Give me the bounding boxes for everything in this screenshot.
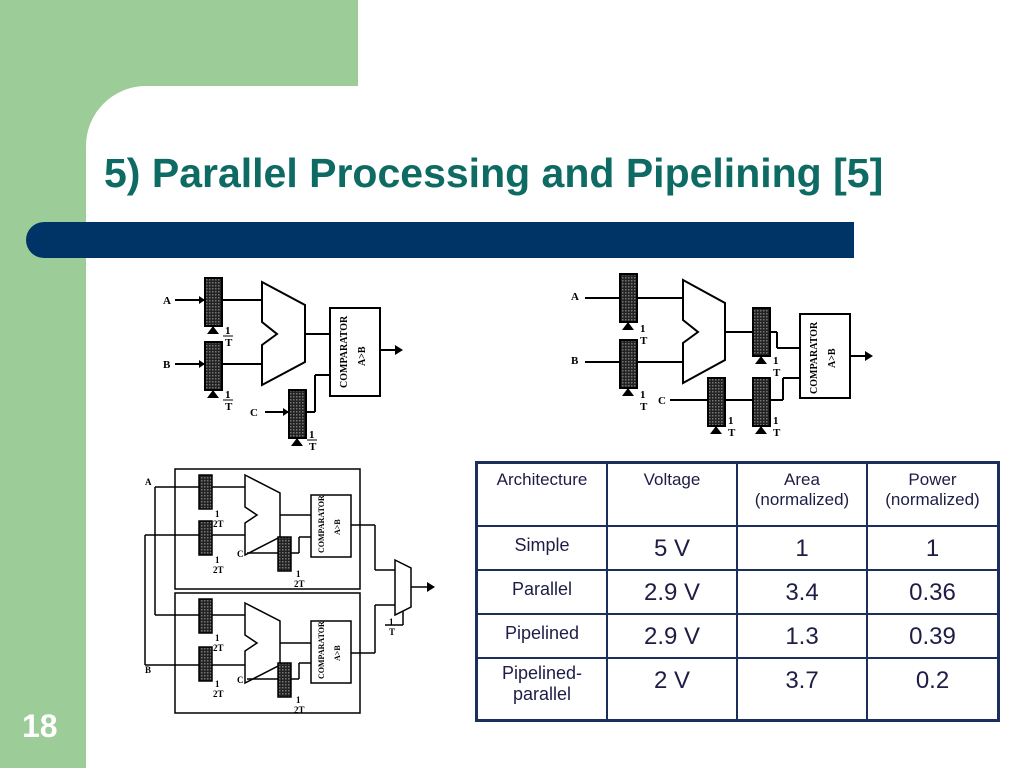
comparator-label: COMPARATOR xyxy=(317,621,326,679)
svg-text:2T: 2T xyxy=(213,689,224,699)
input-c-label: C xyxy=(237,675,244,685)
header-area: Area(normalized) xyxy=(736,461,868,527)
svg-text:1: 1 xyxy=(296,569,301,579)
comparison-label: A>B xyxy=(357,346,368,366)
svg-text:2T: 2T xyxy=(213,565,224,575)
svg-text:T: T xyxy=(773,427,781,439)
input-b-label: B xyxy=(145,665,151,675)
input-c-label: C xyxy=(658,395,666,407)
input-a-label: A xyxy=(571,291,579,303)
cell-area: 1.3 xyxy=(736,613,868,659)
svg-text:1: 1 xyxy=(215,509,220,519)
parallel-datapath-diagram: A B C C 1 2T 1 2T 1 2T 1 2T 1 2T 1 2T 1 … xyxy=(144,468,435,715)
svg-text:1: 1 xyxy=(225,325,231,337)
svg-text:1: 1 xyxy=(309,429,315,441)
header-power: Power(normalized) xyxy=(866,461,1000,527)
table-header-row: Architecture Voltage Area(normalized) Po… xyxy=(475,461,1000,527)
simple-datapath-diagram: A B C 1 T 1 T 1 T COMPARATOR A>B xyxy=(163,277,403,453)
svg-text:2T: 2T xyxy=(294,705,305,715)
white-corner-curve xyxy=(86,86,206,206)
cell-power: 0.2 xyxy=(866,657,1000,722)
input-b-label: B xyxy=(163,359,171,371)
table-row: Parallel 2.9 V 3.4 0.36 xyxy=(475,569,1000,615)
svg-text:1: 1 xyxy=(296,695,301,705)
cell-power: 0.39 xyxy=(866,613,1000,659)
svg-text:1: 1 xyxy=(773,355,779,367)
header-voltage: Voltage xyxy=(606,461,738,527)
slide-number: 18 xyxy=(22,708,58,744)
table-row: Simple 5 V 1 1 xyxy=(475,525,1000,571)
svg-text:1: 1 xyxy=(215,633,220,643)
svg-text:1: 1 xyxy=(640,389,646,401)
comparison-label: A>B xyxy=(333,645,342,661)
cell-architecture: Parallel xyxy=(475,569,608,615)
cell-architecture: Pipelined xyxy=(475,613,608,659)
green-frame-left xyxy=(0,0,86,768)
svg-text:1: 1 xyxy=(225,389,231,401)
svg-text:T: T xyxy=(728,427,736,439)
cell-voltage: 2 V xyxy=(606,657,738,722)
cell-voltage: 2.9 V xyxy=(606,613,738,659)
slide-title: 5) Parallel Processing and Pipelining [5… xyxy=(104,150,884,196)
svg-text:1: 1 xyxy=(773,415,779,427)
comparator-label: COMPARATOR xyxy=(339,315,350,388)
cell-architecture: Simple xyxy=(475,525,608,571)
svg-text:T: T xyxy=(225,337,233,349)
table-row: Pipelined-parallel 2 V 3.7 0.2 xyxy=(475,657,1000,722)
comparator-label: COMPARATOR xyxy=(317,495,326,553)
svg-text:2T: 2T xyxy=(294,579,305,589)
svg-text:1: 1 xyxy=(215,555,220,565)
comparison-label: A>B xyxy=(827,348,838,368)
svg-text:T: T xyxy=(225,401,233,413)
cell-power: 0.36 xyxy=(866,569,1000,615)
svg-text:2T: 2T xyxy=(213,519,224,529)
cell-area: 1 xyxy=(736,525,868,571)
svg-text:1: 1 xyxy=(728,415,734,427)
pipelined-datapath-diagram: A B C 1 T 1 T 1 T 1 T 1 T COMPARATOR A>B xyxy=(571,273,873,439)
header-architecture: Architecture xyxy=(475,461,608,527)
cell-power: 1 xyxy=(866,525,1000,571)
comparison-label: A>B xyxy=(333,519,342,535)
svg-text:T: T xyxy=(773,367,781,379)
svg-text:T: T xyxy=(389,627,395,637)
comparator-label: COMPARATOR xyxy=(809,321,820,394)
input-a-label: A xyxy=(145,477,152,487)
cell-architecture: Pipelined-parallel xyxy=(475,657,608,722)
input-c-label: C xyxy=(250,407,258,419)
title-underline-bar xyxy=(26,222,854,258)
table-row: Pipelined 2.9 V 1.3 0.39 xyxy=(475,613,1000,659)
svg-text:2T: 2T xyxy=(213,643,224,653)
cell-voltage: 2.9 V xyxy=(606,569,738,615)
svg-text:1: 1 xyxy=(389,617,394,627)
input-b-label: B xyxy=(571,355,579,367)
input-c-label: C xyxy=(237,549,244,559)
svg-text:T: T xyxy=(640,335,648,347)
architecture-comparison-table: Architecture Voltage Area(normalized) Po… xyxy=(475,461,1000,722)
svg-text:T: T xyxy=(309,441,317,453)
cell-area: 3.7 xyxy=(736,657,868,722)
svg-text:T: T xyxy=(640,401,648,413)
cell-voltage: 5 V xyxy=(606,525,738,571)
svg-text:1: 1 xyxy=(640,323,646,335)
input-a-label: A xyxy=(163,295,171,307)
cell-area: 3.4 xyxy=(736,569,868,615)
svg-text:1: 1 xyxy=(215,679,220,689)
